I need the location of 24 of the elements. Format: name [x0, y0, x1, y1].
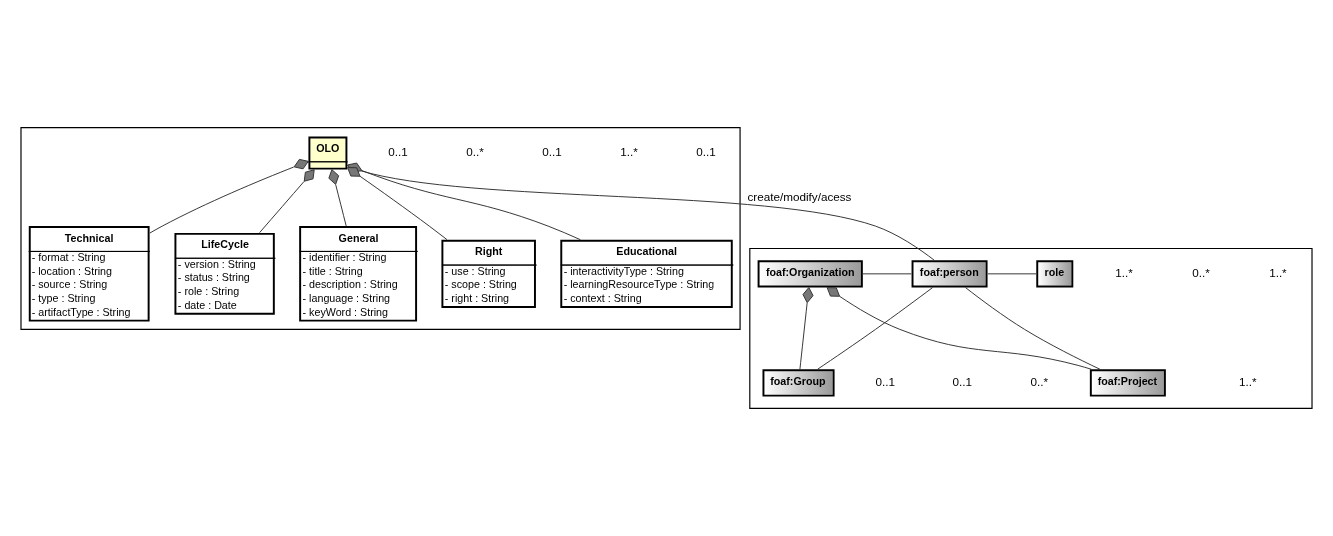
label: 0..1	[952, 374, 972, 388]
connector	[328, 169, 347, 227]
label: 0..1	[696, 145, 716, 159]
connector	[799, 287, 814, 370]
connector	[826, 287, 1092, 370]
connector	[817, 287, 934, 370]
connector	[149, 158, 309, 234]
label: 0..1	[388, 145, 408, 159]
label: 0..*	[1192, 265, 1210, 279]
label: 0..1	[542, 145, 562, 159]
edge-label: create/modify/acess	[747, 190, 852, 204]
label: 1..*	[1269, 265, 1287, 279]
label: 0..*	[466, 145, 484, 159]
connector	[987, 273, 1037, 275]
label: 1..*	[620, 145, 638, 159]
label: 0..1	[875, 374, 895, 388]
connector	[862, 273, 912, 275]
cluster	[20, 127, 741, 330]
connector	[964, 287, 1101, 370]
cluster	[749, 247, 1313, 409]
label: 1..*	[1115, 265, 1133, 279]
connector	[259, 169, 315, 234]
label: 1..*	[1238, 374, 1257, 388]
label: 0..*	[1030, 374, 1048, 388]
